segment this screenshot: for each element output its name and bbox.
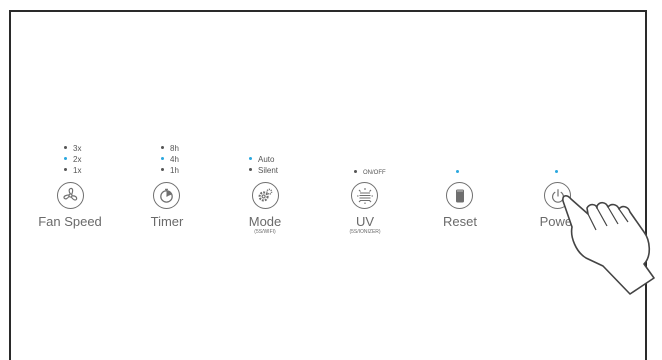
reset-label: Reset [443,214,477,229]
mode-auto-indicator: Auto [249,155,274,165]
fan-speed-label: Fan Speed [38,214,102,229]
fan-speed-button[interactable] [57,182,84,209]
reset-led [456,168,459,178]
uv-label: UV [355,214,375,229]
led-dot [64,146,67,150]
led-dot [249,157,252,161]
mode-sublabel: (5S/WIFI) [254,229,276,235]
timer-button[interactable] [153,182,180,209]
reset-button[interactable] [446,182,473,209]
led-dot [249,168,252,172]
fan-speed-3x-indicator: 3x [64,144,81,154]
uv-button[interactable] [351,182,378,209]
timer-icon [160,188,173,203]
timer-4h-indicator: 4h [161,155,179,165]
uv-sublabel: (5S/IONIZER) [349,229,381,235]
mode-button[interactable] [252,182,279,209]
uv-onoff-indicator: ON/OFF [354,168,386,178]
mode-silent-indicator: Silent [249,166,278,176]
led-dot [456,170,459,174]
fan-speed-1x-indicator: 1x [64,166,81,176]
led-dot [161,146,164,150]
led-dot [64,157,67,161]
led-dot [161,168,164,172]
led-dot [161,157,164,161]
gear-icon [258,188,273,202]
filter-reset-icon [455,189,464,202]
pointing-hand-icon [562,195,655,295]
fan-speed-2x-indicator: 2x [64,155,81,165]
led-dot [354,169,357,173]
power-label: Power [539,214,577,229]
uv-lamp-icon [356,187,373,204]
power-led [555,168,558,178]
power-icon [551,188,564,203]
timer-8h-indicator: 8h [161,144,179,154]
mode-label: Mode [248,214,282,229]
control-panel [9,10,647,360]
timer-label: Timer [150,214,184,229]
timer-1h-indicator: 1h [161,166,179,176]
led-dot [64,168,67,172]
led-dot [555,170,558,174]
fan-icon [63,187,78,201]
